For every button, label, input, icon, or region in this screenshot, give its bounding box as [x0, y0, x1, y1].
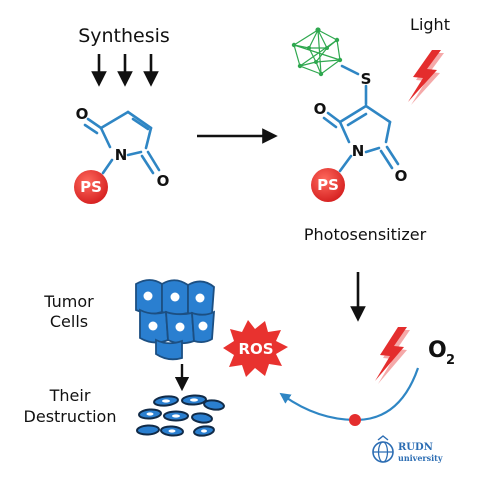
destroyed-cells-nuclei — [146, 398, 207, 433]
lightning-bolt-icon — [408, 50, 444, 105]
light-label: Light — [410, 15, 450, 34]
synthesis-arrows — [91, 54, 159, 87]
oxygen-atom: O — [395, 167, 408, 185]
lightning-bolt-icon — [375, 327, 410, 384]
their-label-line1: Their — [49, 386, 91, 405]
oxygen-atom: O — [314, 100, 327, 118]
logo-name: RUDN — [398, 442, 433, 453]
nitrogen-atom: N — [115, 146, 128, 164]
ros-starburst-icon: ROS — [223, 320, 288, 377]
photosensitizer-molecule: S O N O PS — [311, 64, 408, 202]
photosensitizer-label: Photosensitizer — [304, 225, 427, 244]
oxygen-molecule-subscript: 2 — [446, 353, 455, 368]
carborane-cage-icon — [291, 27, 343, 77]
tumor-cells-cluster — [135, 279, 216, 361]
tumor-label-line1: Tumor — [43, 292, 94, 311]
transfer-point — [349, 414, 361, 426]
their-label-line2: Destruction — [24, 407, 117, 426]
rudn-logo-icon: RUDN university — [372, 435, 443, 463]
ps-label: PS — [317, 176, 339, 194]
oxygen-atom: O — [157, 172, 170, 190]
tumor-label-line2: Cells — [50, 312, 88, 331]
ps-label: PS — [80, 178, 102, 196]
energy-transfer-curve — [279, 367, 420, 422]
destroyed-cells — [136, 394, 225, 437]
ros-label: ROS — [238, 340, 273, 358]
maleimide-molecule: O N O PS — [74, 105, 169, 204]
nitrogen-atom: N — [352, 142, 365, 160]
sulfur-atom: S — [361, 70, 372, 88]
synthesis-label: Synthesis — [78, 25, 170, 47]
ps-circle — [74, 170, 108, 204]
oxygen-molecule-label: O — [428, 338, 447, 363]
logo-subtitle: university — [398, 453, 443, 463]
oxygen-atom: O — [76, 105, 89, 123]
ps-circle — [311, 168, 345, 202]
